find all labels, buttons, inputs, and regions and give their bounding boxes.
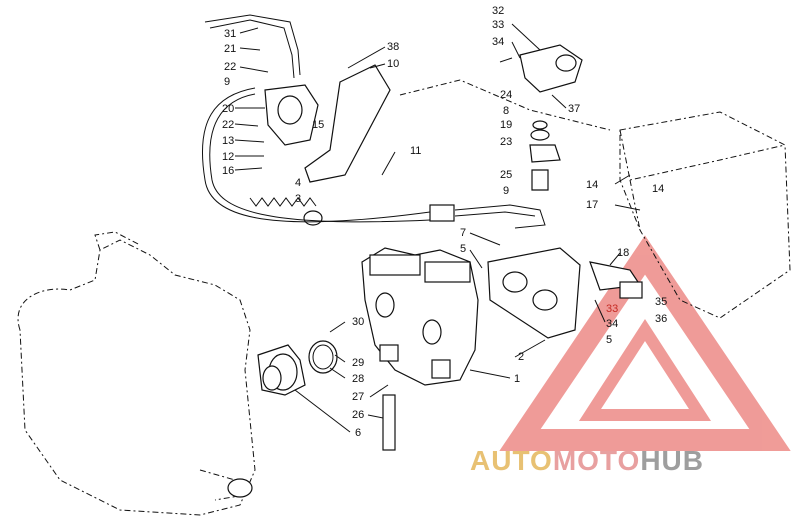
intake-adapter <box>257 344 306 396</box>
callout-38: 38 <box>387 41 399 53</box>
callout-8: 8 <box>503 105 509 117</box>
carburetor-assembly <box>361 247 479 386</box>
air-box-outline <box>399 79 791 319</box>
callout-22: 22 <box>222 119 234 131</box>
callout-25: 25 <box>500 169 512 181</box>
ring-clip <box>303 210 323 226</box>
callout-13: 13 <box>222 135 234 147</box>
mounting-stud <box>382 394 396 451</box>
callout-23: 23 <box>500 136 512 148</box>
fuel-rail <box>589 261 643 299</box>
callout-19: 19 <box>500 119 512 131</box>
clamp <box>308 340 338 374</box>
callout-33: 33 <box>606 303 618 315</box>
callout-33: 33 <box>492 19 504 31</box>
throttle-body <box>264 84 319 146</box>
leader-lines <box>234 23 641 433</box>
callout-37: 37 <box>568 103 580 115</box>
callout-5: 5 <box>460 243 466 255</box>
carb-boot <box>487 247 581 339</box>
callout-35: 35 <box>655 296 667 308</box>
spring <box>249 197 317 207</box>
callout-17: 17 <box>586 199 598 211</box>
watermark-part-1: AUTO <box>470 445 553 476</box>
watermark-triangle-icon <box>499 235 791 451</box>
engine-outline <box>17 231 256 516</box>
callout-4: 4 <box>295 177 301 189</box>
watermark-part-2: MOTO <box>552 445 641 476</box>
callout-2: 2 <box>518 351 524 363</box>
callout-22: 22 <box>224 61 236 73</box>
callout-labels: 31 21 22 9 20 22 13 12 16 15 38 10 11 4 … <box>222 5 667 439</box>
callout-34: 34 <box>492 36 504 48</box>
callout-30: 30 <box>352 316 364 328</box>
callout-10: 10 <box>387 58 399 70</box>
callout-9: 9 <box>224 76 230 88</box>
fitting-stack <box>529 120 561 191</box>
callout-14: 14 <box>586 179 598 191</box>
callout-34: 34 <box>606 318 618 330</box>
callout-7: 7 <box>460 227 466 239</box>
callout-29: 29 <box>352 357 364 369</box>
callout-24: 24 <box>500 89 512 101</box>
callout-27: 27 <box>352 391 364 403</box>
callout-21: 21 <box>224 43 236 55</box>
callout-36: 36 <box>655 313 667 325</box>
callout-18: 18 <box>617 247 629 259</box>
bracket <box>304 64 391 183</box>
callout-15: 15 <box>312 119 324 131</box>
callout-26: 26 <box>352 409 364 421</box>
callout-14: 14 <box>652 183 664 195</box>
callout-12: 12 <box>222 151 234 163</box>
callout-9: 9 <box>503 185 509 197</box>
callout-28: 28 <box>352 373 364 385</box>
callout-5: 5 <box>606 334 612 346</box>
callout-3: 3 <box>295 193 301 205</box>
callout-32: 32 <box>492 5 504 17</box>
callout-20: 20 <box>222 103 234 115</box>
watermark-part-3: HUB <box>640 445 704 476</box>
callout-6: 6 <box>355 427 361 439</box>
callout-16: 16 <box>222 165 234 177</box>
watermark-brand: AUTOMOTOHUB <box>470 445 704 477</box>
fuel-hoses <box>201 14 546 229</box>
fuel-pump <box>519 44 583 93</box>
callout-31: 31 <box>224 28 236 40</box>
callout-1: 1 <box>514 373 520 385</box>
inline-fuel-filter <box>429 204 455 222</box>
callout-11: 11 <box>410 145 421 157</box>
